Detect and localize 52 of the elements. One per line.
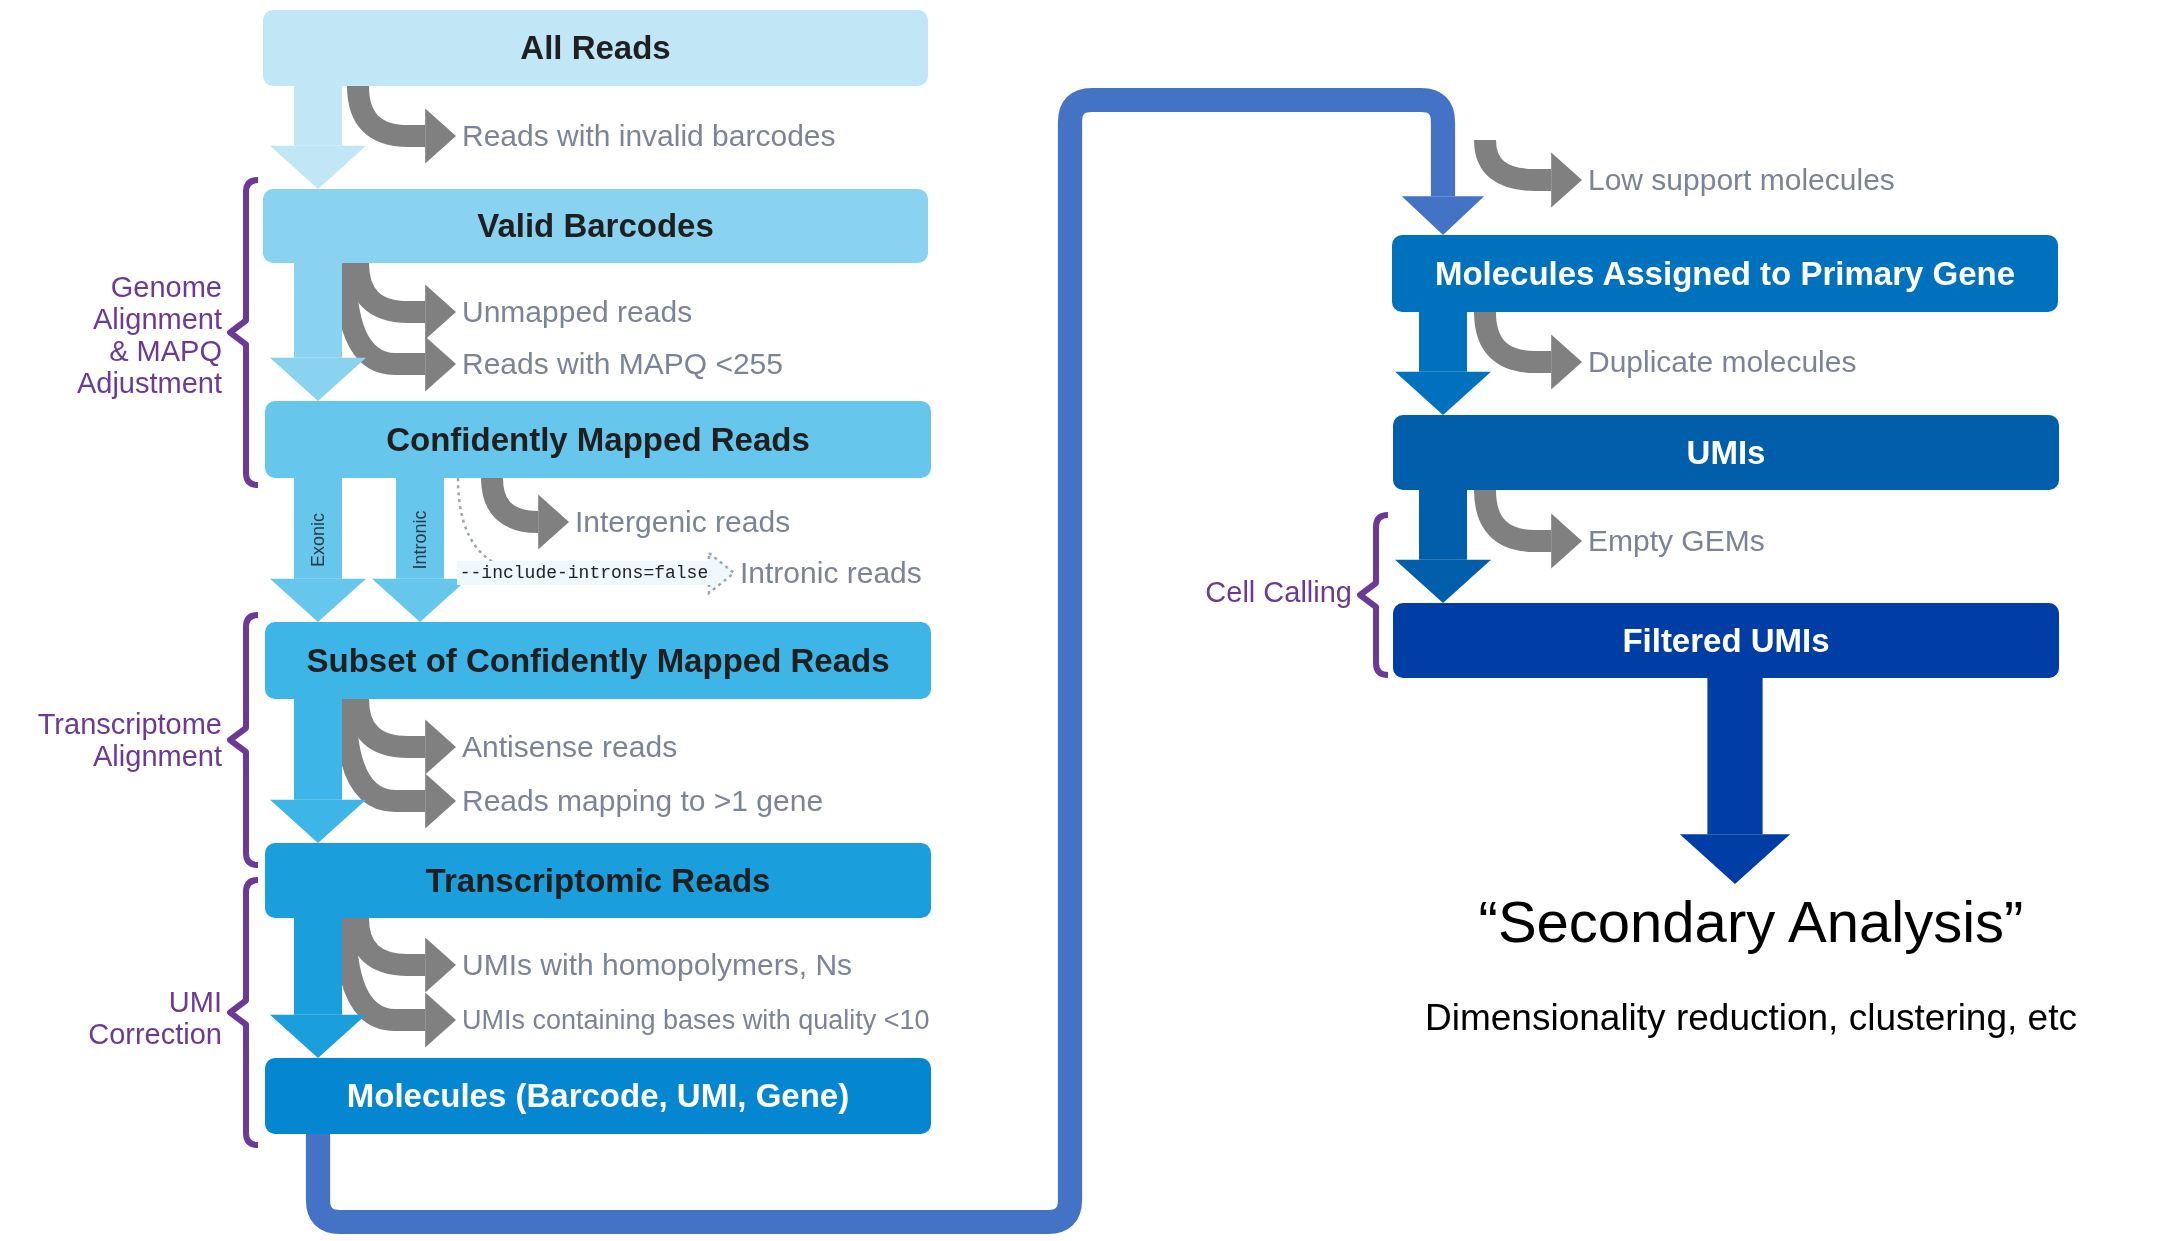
step-label: Molecules Assigned to Primary Gene: [1434, 254, 2016, 293]
discard-arrow: [1474, 489, 1582, 569]
step-label: Confidently Mapped Reads: [386, 420, 810, 459]
stage-label: Cell Calling: [1204, 576, 1352, 608]
step-label: Subset of Confidently Mapped Reads: [306, 641, 890, 680]
step-label: UMIs: [1686, 433, 1766, 472]
process-box: [265, 1058, 931, 1134]
filtered-out-label: Reads with MAPQ <255: [462, 344, 783, 384]
process-box: [1393, 415, 2059, 490]
filtered-out-label: Empty GEMs: [1588, 521, 1765, 561]
process-box: [265, 622, 931, 699]
filtered-out-label: Intergenic reads: [575, 502, 791, 542]
flow-arrow: [1679, 678, 1791, 884]
analysis-heading: “Secondary Analysis”: [1477, 888, 2025, 956]
step-label: Valid Barcodes: [477, 207, 714, 245]
process-box: [1392, 235, 2058, 312]
flow-arrow: [270, 918, 366, 1058]
filtered-out-label: Reads with invalid barcodes: [462, 116, 836, 156]
stage-label: Transcriptome Alignment: [36, 708, 222, 772]
discard-arrow: [481, 477, 569, 550]
flow-arrow: [1395, 490, 1491, 603]
edge-label: --include-introns=false: [456, 561, 712, 585]
flow-arrow: [270, 699, 366, 843]
process-box: [265, 401, 931, 478]
discard-arrow: [1474, 139, 1582, 208]
process-box: [263, 10, 928, 86]
filtered-out-label: UMIs containing bases with quality <10: [462, 1000, 930, 1040]
filtered-out-label: Intronic reads: [740, 553, 922, 593]
filtered-out-label: UMIs with homopolymers, Ns: [462, 945, 853, 985]
step-label: Filtered UMIs: [1622, 621, 1830, 660]
step-label: All Reads: [520, 29, 671, 67]
edge-label: Intronic: [410, 510, 430, 570]
filtered-out-label: Antisense reads: [462, 727, 678, 767]
process-box: [263, 189, 928, 263]
flow-arrow: [270, 478, 366, 622]
filtered-out-label: Low support molecules: [1588, 160, 1895, 200]
flow-arrow: [270, 86, 366, 189]
filtered-out-label: Duplicate molecules: [1588, 342, 1857, 382]
flow-arrow: [270, 263, 366, 401]
process-box: [1393, 603, 2059, 678]
process-box: [265, 843, 931, 918]
edge-label: Exonic: [308, 513, 328, 567]
filtered-out-label: Unmapped reads: [462, 292, 693, 332]
analysis-description: Dimensionality reduction, clustering, etc: [1424, 996, 2078, 1040]
stage-label: UMI Correction: [87, 986, 222, 1050]
flow-arrow: [1395, 312, 1491, 415]
discard-arrow: [347, 85, 456, 164]
step-label: Molecules (Barcode, UMI, Gene): [346, 1077, 850, 1115]
discard-arrow: [1474, 311, 1582, 390]
stage-label: Genome Alignment & MAPQ Adjustment: [75, 271, 222, 399]
filtered-out-label: Reads mapping to >1 gene: [462, 781, 824, 821]
step-label: Transcriptomic Reads: [425, 861, 771, 900]
